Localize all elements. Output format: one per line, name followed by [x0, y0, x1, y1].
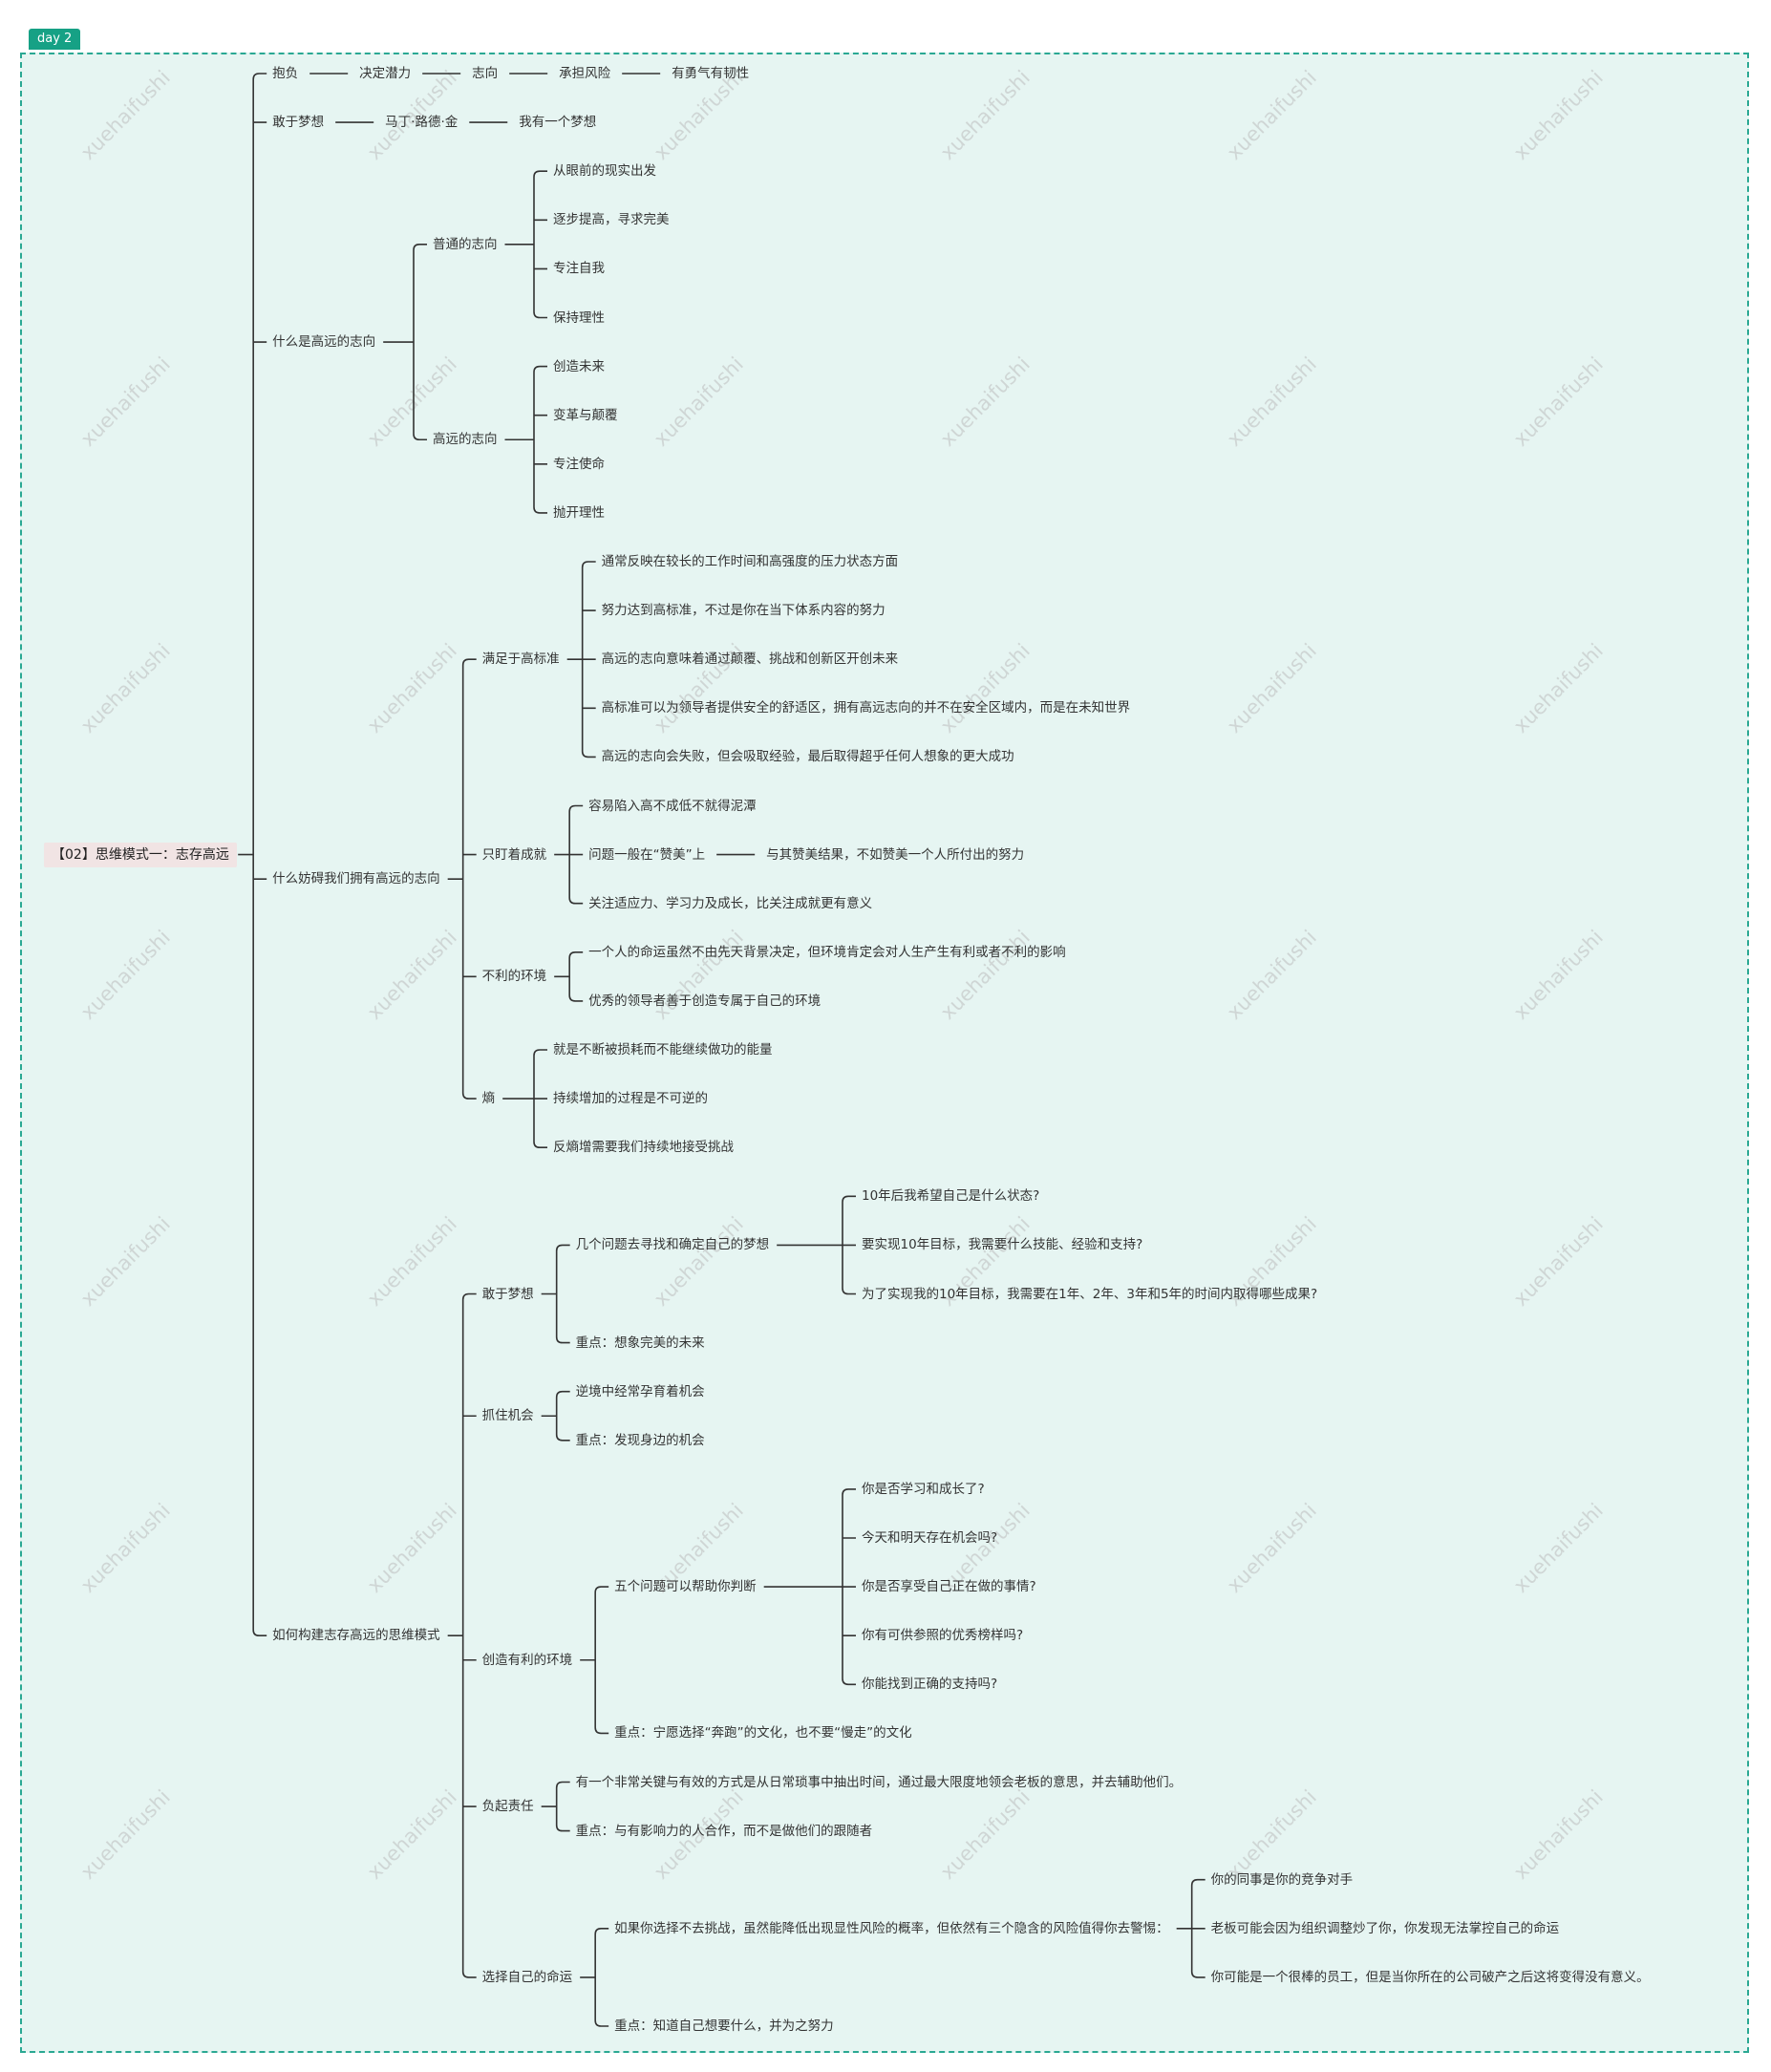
topic-node[interactable]: 逆境中经常孕育着机会 [575, 1383, 705, 1399]
topic-node[interactable]: 创造未来 [553, 358, 605, 374]
topic-node[interactable]: 重点：发现身边的机会 [575, 1432, 705, 1448]
topic-node[interactable]: 一个人的命运虽然不由先天背景决定，但环境肯定会对人生产生有利或者不利的影响 [588, 944, 1066, 960]
topic-node[interactable]: 只盯着成就 [481, 846, 547, 863]
topic-node[interactable]: 满足于高标准 [481, 652, 560, 668]
topic-node[interactable]: 你有可供参照的优秀榜样吗? [862, 1628, 1024, 1644]
topic-node[interactable]: 反熵增需要我们持续地接受挑战 [553, 1140, 734, 1156]
topic-node[interactable]: 创造有利的环境 [481, 1652, 573, 1668]
topic-node[interactable]: 不利的环境 [481, 969, 547, 985]
topic-node[interactable]: 重点：与有影响力的人合作，而不是做他们的跟随者 [575, 1823, 873, 1839]
bracket-connector [238, 73, 267, 1636]
topic-node[interactable]: 敢于梦想 [481, 1286, 534, 1302]
topic-node[interactable]: 努力达到高标准，不过是你在当下体系内容的努力 [601, 603, 886, 619]
topic-node[interactable]: 10年后我希望自己是什么状态? [862, 1188, 1040, 1205]
bracket-connector [504, 365, 547, 514]
topic-node[interactable]: 敢于梦想 [272, 115, 325, 131]
topic-node[interactable]: 我有一个梦想 [519, 115, 597, 131]
bracket-connector [447, 658, 477, 1100]
topic-node[interactable]: 如何构建志存高远的思维模式 [272, 1628, 440, 1644]
bracket-connector [541, 1781, 570, 1832]
topic-node[interactable]: 你可能是一个很棒的员工，但是当你所在的公司破产之后这将变得没有意义。 [1210, 1969, 1650, 1985]
topic-node[interactable]: 抓住机会 [481, 1408, 534, 1424]
bracket-connector [580, 1928, 609, 2027]
topic-node[interactable]: 志向 [472, 66, 499, 81]
topic-node[interactable]: 高标准可以为领导者提供安全的舒适区，拥有高远志向的并不在安全区域内，而是在未知世… [601, 700, 1131, 716]
bracket-connector [502, 1049, 547, 1148]
topic-node[interactable]: 马丁·路德·金 [385, 115, 459, 131]
topic-node[interactable]: 选择自己的命运 [481, 1969, 573, 1985]
topic-node[interactable]: 抱负 [272, 66, 299, 81]
topic-node[interactable]: 与其赞美结果，不如赞美一个人所付出的努力 [766, 846, 1025, 863]
topic-node[interactable]: 高远的志向意味着通过颠覆、挑战和创新区开创未来 [601, 652, 899, 668]
bracket-connector [580, 1586, 609, 1735]
topic-node[interactable]: 重点：想象完美的未来 [575, 1335, 705, 1351]
bracket-connector [566, 561, 596, 758]
topic-node[interactable]: 普通的志向 [433, 236, 498, 252]
topic-node[interactable]: 抛开理性 [553, 504, 605, 521]
bracket-connector [1176, 1878, 1206, 1978]
topic-node[interactable]: 从眼前的现实出发 [553, 163, 656, 180]
topic-node[interactable]: 通常反映在较长的工作时间和高强度的压力状态方面 [601, 554, 899, 569]
topic-node[interactable]: 问题一般在“赞美”上 [588, 846, 706, 863]
topic-node[interactable]: 就是不断被损耗而不能继续做功的能量 [553, 1042, 773, 1057]
topic-node[interactable]: 熵 [481, 1091, 496, 1107]
topic-node[interactable]: 优秀的领导者善于创造专属于自己的环境 [588, 993, 821, 1009]
topic-node[interactable]: 什么妨碍我们拥有高远的志向 [272, 871, 440, 887]
topic-node[interactable]: 重点：宁愿选择“奔跑”的文化，也不要“慢走”的文化 [614, 1725, 912, 1741]
root-topic[interactable]: 【02】思维模式一：志存高远 [44, 842, 237, 867]
topic-node[interactable]: 承担风险 [559, 66, 611, 81]
bracket-connector [554, 804, 584, 905]
bracket-connector [777, 1195, 856, 1295]
bracket-connector [541, 1390, 570, 1442]
topic-node[interactable]: 你是否学习和成长了? [862, 1481, 985, 1497]
topic-node[interactable]: 负起责任 [481, 1799, 534, 1815]
topic-node[interactable]: 重点：知道自己想要什么，并为之努力 [614, 2019, 834, 2034]
topic-node[interactable]: 变革与颠覆 [553, 407, 618, 423]
topic-node[interactable]: 有一个非常关键与有效的方式是从日常琐事中抽出时间，通过最大限度地领会老板的意思，… [575, 1774, 1183, 1790]
topic-node[interactable]: 要实现10年目标，我需要什么技能、经验和支持? [862, 1237, 1143, 1253]
topic-node[interactable]: 为了实现我的10年目标，我需要在1年、2年、3年和5年的时间内取得哪些成果? [862, 1286, 1318, 1302]
topic-node[interactable]: 什么是高远的志向 [272, 334, 376, 351]
mindmap-canvas [20, 53, 1749, 2053]
topic-node[interactable]: 如果你选择不去挑战，虽然能降低出现显性风险的概率，但依然有三个隐含的风险值得你去… [614, 1920, 1169, 1936]
sheet-tag[interactable]: day 2 [29, 29, 81, 50]
topic-node[interactable]: 持续增加的过程是不可逆的 [553, 1091, 708, 1107]
topic-node[interactable]: 决定潜力 [359, 66, 412, 81]
bracket-connector [541, 1244, 570, 1344]
bracket-connector [383, 244, 427, 441]
topic-node[interactable]: 高远的志向 [433, 432, 498, 448]
topic-node[interactable]: 你是否享受自己正在做的事情? [862, 1579, 1036, 1595]
bracket-connector [447, 1292, 477, 1978]
bracket-connector [504, 170, 547, 319]
topic-node[interactable]: 五个问题可以帮助你判断 [614, 1579, 757, 1595]
topic-node[interactable]: 有勇气有韧性 [672, 66, 750, 81]
topic-node[interactable]: 你能找到正确的支持吗? [862, 1677, 998, 1693]
topic-node[interactable]: 容易陷入高不成低不就得泥潭 [588, 798, 757, 814]
topic-node[interactable]: 逐步提高，寻求完美 [553, 212, 670, 228]
bracket-connector [763, 1488, 856, 1686]
bracket-connector [554, 951, 584, 1002]
topic-node[interactable]: 专注自我 [553, 261, 605, 277]
topic-node[interactable]: 保持理性 [553, 310, 605, 326]
topic-node[interactable]: 高远的志向会失败，但会吸取经验，最后取得超乎任何人想象的更大成功 [601, 749, 1014, 765]
topic-node[interactable]: 你的同事是你的竞争对手 [1210, 1871, 1354, 1888]
topic-node[interactable]: 今天和明天存在机会吗? [862, 1530, 998, 1546]
topic-node[interactable]: 几个问题去寻找和确定自己的梦想 [575, 1237, 770, 1253]
topic-node[interactable]: 老板可能会因为组织调整炒了你，你发现无法掌控自己的命运 [1210, 1920, 1560, 1936]
topic-node[interactable]: 专注使命 [553, 456, 605, 472]
topic-node[interactable]: 关注适应力、学习力及成长，比关注成就更有意义 [588, 895, 873, 911]
